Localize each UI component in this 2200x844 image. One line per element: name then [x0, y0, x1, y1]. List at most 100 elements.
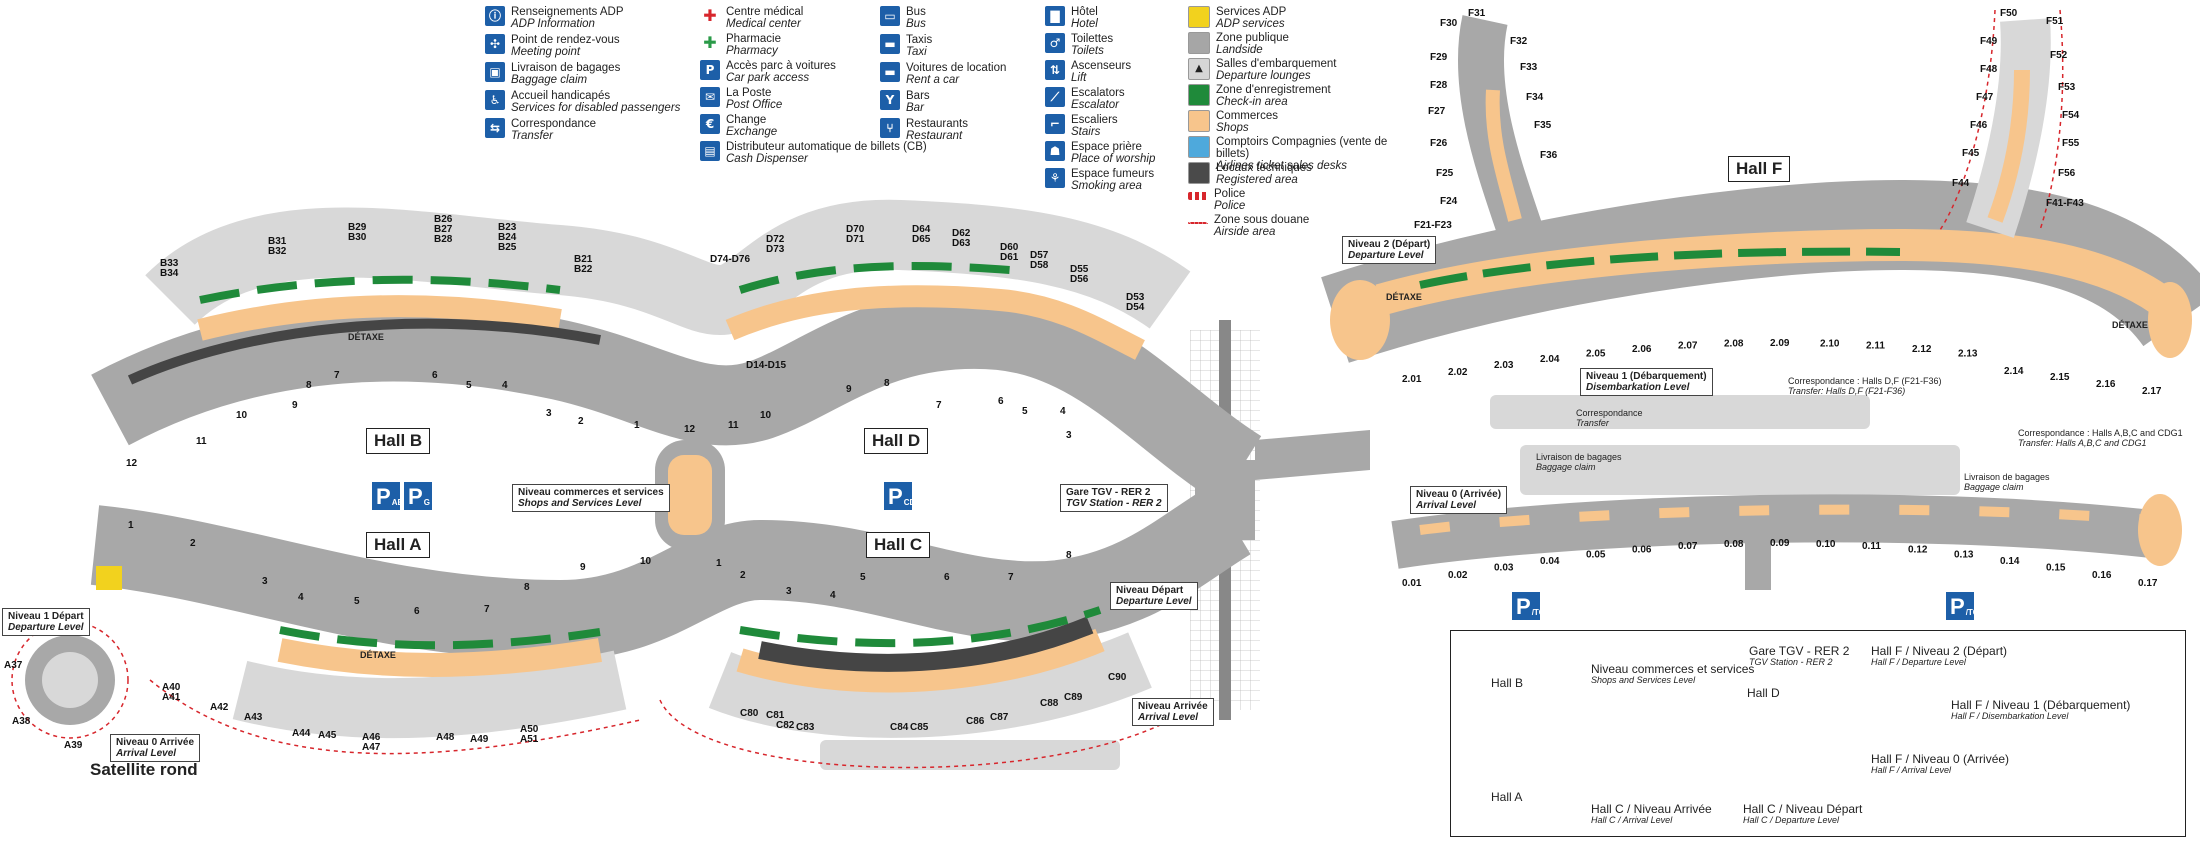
landside-swatch [1188, 32, 1210, 54]
door-number-bd: 12 [126, 458, 138, 469]
legend-label-en: Registered area [1216, 174, 1298, 186]
door-number-bd: 5 [466, 380, 472, 391]
car-rental-icon: ▬ [880, 62, 900, 82]
gate-label-f-lower: 0.09 [1770, 538, 1790, 549]
legend-label-fr: Espace prière [1071, 141, 1142, 153]
gate-label-a: A49 [470, 734, 489, 745]
gate-label-f-lower: 0.07 [1678, 541, 1698, 552]
gate-label-f-upper: 2.16 [2096, 379, 2116, 390]
satellite-rond-label: Satellite rond [90, 760, 198, 779]
tgv-to-hall-f-link [1255, 430, 1370, 480]
stairs-icon: ⌐ [1045, 114, 1065, 134]
legend-label-en: Restaurant [906, 130, 963, 142]
gate-label-f-upper: 2.01 [1402, 374, 1422, 385]
door-number-bd: 5 [1022, 406, 1028, 417]
gate-label-f-south: F44 [1952, 178, 1970, 189]
tgv-station-hub [1195, 460, 1255, 540]
gate-label-f-lower: 0.15 [2046, 563, 2066, 574]
restaurant-icon: ⑂ [880, 118, 900, 138]
legend-label-en: Transfer [511, 130, 553, 142]
legend-label-fr: Espace fumeurs [1071, 168, 1155, 180]
hall-f-south-pier-shops [1987, 69, 2030, 223]
parking-tgv-badge-east[interactable]: P/TGV [1946, 592, 1984, 620]
door-number-ac: 10 [640, 556, 652, 567]
gate-label-f-lower: 0.11 [1862, 541, 1881, 552]
legend-label-en: Airside area [1214, 226, 1276, 238]
door-number-ac: 7 [484, 604, 490, 615]
gate-label-a: A38 [12, 716, 31, 727]
hall-f-upper-checkin [1419, 247, 1901, 289]
gate-label-f-lower: 0.05 [1586, 550, 1606, 561]
airline-desk-swatch [1188, 136, 1210, 158]
meeting-point-icon: ✣ [485, 34, 505, 54]
hall-f-level1-corridor [1490, 395, 1870, 429]
gate-label-c: C88 [1040, 698, 1059, 709]
door-number-bd: 8 [306, 380, 312, 391]
gate-label-f-lower: 0.02 [1448, 570, 1468, 581]
gate-label-f-lower: 0.10 [1816, 539, 1836, 550]
hall-d-label: Hall D [864, 428, 929, 454]
gate-label-f-south: F56 [2058, 168, 2076, 179]
gate-label-f-upper: 2.15 [2050, 372, 2070, 383]
atm-icon: ▤ [700, 141, 720, 161]
hall-b-label: Hall B [366, 428, 431, 454]
taxi-icon: ▬ [880, 34, 900, 54]
legend-label-fr: Voitures de location [906, 62, 1007, 74]
door-number-bd: 11 [728, 420, 739, 431]
door-number-ac: 5 [354, 596, 360, 607]
detaxe-label-f-east: DÉTAXE [2112, 320, 2148, 330]
gate-label-f-lower: 0.14 [2000, 556, 2020, 567]
legend-label-fr: Escalators [1071, 87, 1125, 99]
airside-line [1188, 222, 1208, 224]
door-number-ac: 5 [860, 572, 866, 583]
hall-f-lower-east-cap [2138, 494, 2182, 566]
door-number-bd: 2 [578, 416, 584, 427]
parking-tgv-badge-west[interactable]: P/TGV [1512, 592, 1550, 620]
legend-label-fr: Taxis [906, 34, 933, 46]
exchange-icon: € [700, 114, 720, 134]
gate-label-f-north: F21-F23 [1414, 220, 1452, 231]
gate-label-a: A37 [4, 660, 23, 671]
legend-text: Distributeur automatique de billets (CB)… [726, 141, 927, 165]
pharmacy-cross-icon: ✚ [700, 33, 720, 53]
hall-f-level2-label: Niveau 2 (Départ)Departure Level [1342, 236, 1437, 264]
gate-label-f-south: F48 [1980, 64, 1998, 75]
departure-lounge-icon: ▲ [1188, 58, 1210, 80]
gate-label-f-upper: 2.03 [1494, 360, 1514, 371]
door-number-bd: 6 [998, 396, 1004, 407]
legend-label-fr: Renseignements ADP [511, 6, 624, 18]
hall-a-label: Hall A [366, 532, 430, 558]
door-number-ac: 3 [262, 576, 268, 587]
legend-label-fr: Escaliers [1071, 114, 1118, 126]
door-number-ac: 4 [298, 592, 304, 603]
legend-label-fr: Zone sous douane [1214, 214, 1310, 226]
gate-label-c: C85 [910, 722, 929, 733]
legend-label-fr: Ascenseurs [1071, 60, 1132, 72]
gate-label-f-south: F50 [2000, 8, 2018, 19]
gate-label-f-north: F33 [1520, 62, 1538, 73]
